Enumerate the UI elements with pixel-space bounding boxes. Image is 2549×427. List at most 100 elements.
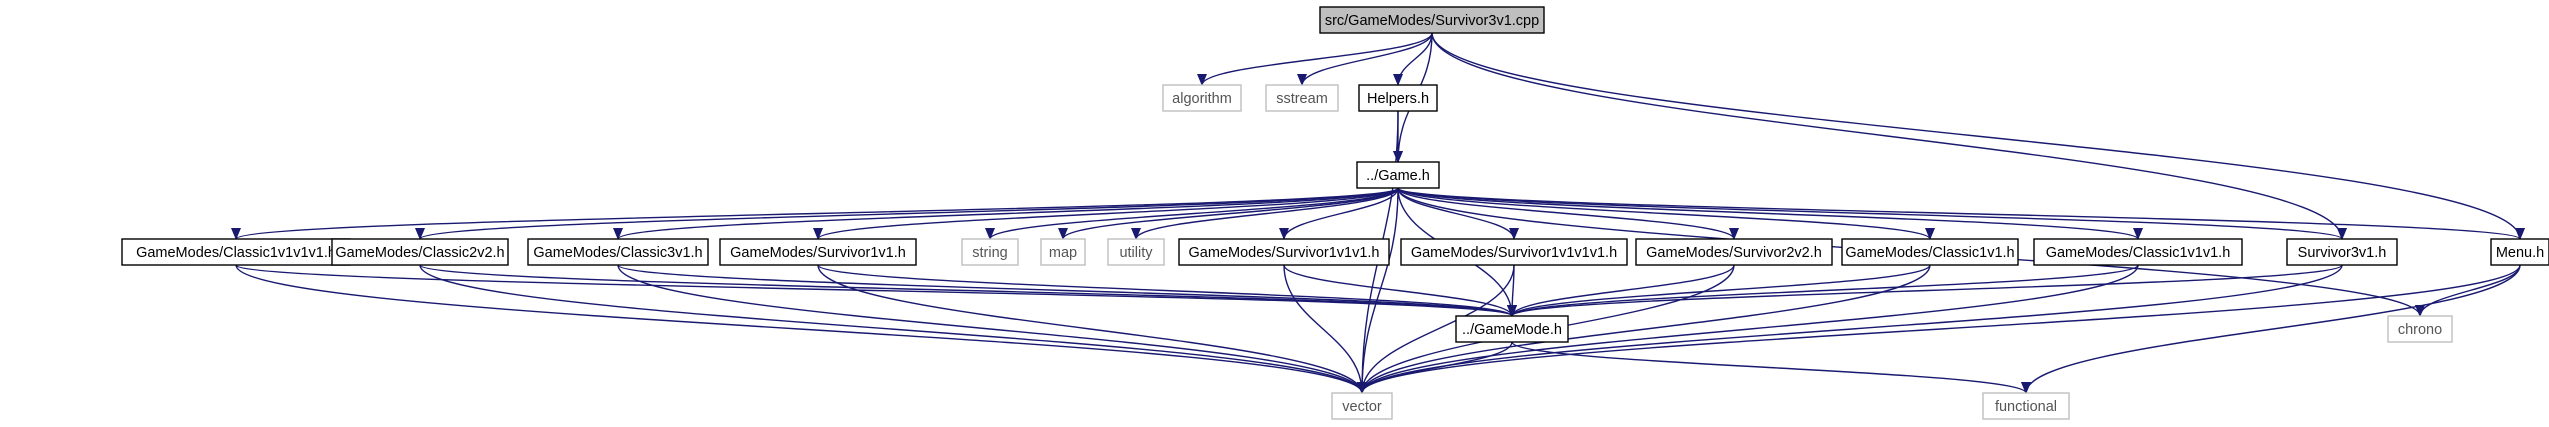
edge-gamemode-to-functional [1511,341,2031,394]
node-box-game [1356,161,1440,189]
node-surv11[interactable]: GameModes/Survivor1v1.h [719,238,917,266]
edge-game-to-classic31 [613,187,1399,240]
node-box-classic22 [331,238,509,266]
edge-game-to-classic11 [1397,187,1935,240]
node-gamemode[interactable]: ../GameMode.h [1455,315,1569,343]
edge-game-to-string [985,187,1399,240]
edge-classic31-to-vector [617,264,1367,394]
node-box-root [1319,6,1545,34]
node-box-classic111 [2033,238,2243,266]
node-box-sstream [1265,84,1339,112]
node-classic11[interactable]: GameModes/Classic1v1.h [1841,238,2019,266]
edge-surv22-to-gamemode [1507,264,1735,317]
node-classic22[interactable]: GameModes/Classic2v2.h [331,238,509,266]
edge-classic22-to-vector [419,264,1367,394]
node-chrono: chrono [2387,315,2453,343]
node-functional: functional [1982,392,2070,420]
edge-game-to-menu [1397,187,2525,240]
node-utility: utility [1107,238,1165,266]
node-label-classic111: GameModes/Classic1v1v1.h [2046,245,2231,261]
edge-game-to-surv31 [1397,187,2347,240]
node-helpers[interactable]: Helpers.h [1358,84,1438,112]
node-menu[interactable]: Menu.h [2490,238,2549,266]
node-classic111[interactable]: GameModes/Classic1v1v1.h [2033,238,2243,266]
nodes-layer: src/GameModes/Survivor3v1.cpp algorithm ss… [121,6,2549,420]
node-label-functional: functional [1995,399,2057,415]
node-label-gamemode: ../GameMode.h [1462,322,1562,338]
node-classic1111[interactable]: GameModes/Classic1v1v1v1.h [121,238,351,266]
node-label-surv111: GameModes/Survivor1v1v1.h [1189,245,1380,261]
edge-menu-to-vector [1357,264,2521,394]
node-label-string: string [972,245,1007,261]
edge-classic111-to-vector [1357,264,2139,394]
edge-game-to-surv111 [1279,187,1399,240]
edge-surv11-to-vector [817,264,1367,394]
edge-surv1111-to-vector [1357,264,1515,394]
edge-classic1111-to-vector [235,264,1367,394]
node-box-map [1040,238,1086,266]
node-box-surv11 [719,238,917,266]
node-box-utility [1107,238,1165,266]
edge-game-to-utility [1131,187,1399,240]
edge-surv31-to-gamemode [1507,264,2343,317]
node-label-map: map [1049,245,1077,261]
node-surv111[interactable]: GameModes/Survivor1v1v1.h [1178,238,1390,266]
node-sstream: sstream [1265,84,1339,112]
node-game[interactable]: ../Game.h [1356,161,1440,189]
node-box-surv31 [2286,238,2398,266]
node-label-surv22: GameModes/Survivor2v2.h [1646,245,1822,261]
node-label-algorithm: algorithm [1172,91,1232,107]
node-string: string [961,238,1019,266]
edge-root-to-menu [1431,32,2525,240]
edge-game-to-surv1111 [1397,187,1519,240]
node-label-utility: utility [1119,245,1153,261]
node-classic31[interactable]: GameModes/Classic3v1.h [527,238,709,266]
node-map: map [1040,238,1086,266]
node-box-string [961,238,1019,266]
node-label-chrono: chrono [2398,322,2442,338]
node-box-classic11 [1841,238,2019,266]
edge-surv111-to-gamemode [1283,264,1517,317]
edge-game-to-surv22 [1397,187,1739,240]
edge-classic1111-to-gamemode [235,264,1517,317]
edge-classic22-to-gamemode [419,264,1517,317]
node-surv22[interactable]: GameModes/Survivor2v2.h [1635,238,1833,266]
edges-layer [231,32,2525,394]
node-label-surv31: Survivor3v1.h [2298,245,2387,261]
node-box-helpers [1358,84,1438,112]
node-box-algorithm [1162,84,1242,112]
node-label-surv11: GameModes/Survivor1v1.h [730,245,906,261]
edge-menu-to-chrono [2415,264,2521,317]
node-label-classic1111: GameModes/Classic1v1v1v1.h [136,245,336,261]
edge-game-to-classic22 [415,187,1399,240]
node-surv31[interactable]: Survivor3v1.h [2286,238,2398,266]
edge-classic111-to-gamemode [1507,264,2139,317]
node-box-menu [2490,238,2549,266]
edge-game-to-vector [1357,187,1399,394]
node-box-functional [1982,392,2070,420]
edge-root-to-algorithm [1197,32,1433,86]
node-box-vector [1331,392,1393,420]
edge-game-to-classic111 [1397,187,2143,240]
node-label-root: src/GameModes/Survivor3v1.cpp [1325,13,1539,29]
edge-surv11-to-gamemode [817,264,1517,317]
node-box-gamemode [1455,315,1569,343]
node-vector: vector [1331,392,1393,420]
edge-root-to-sstream [1297,32,1433,86]
edge-game-to-map [1058,187,1399,240]
node-label-surv1111: GameModes/Survivor1v1v1v1.h [1411,245,1617,261]
edge-game-to-classic1111 [231,187,1399,240]
node-label-classic11: GameModes/Classic1v1.h [1845,245,2014,261]
node-box-chrono [2387,315,2453,343]
edge-menu-to-functional [2021,264,2521,394]
node-label-game: ../Game.h [1366,168,1430,184]
node-label-classic22: GameModes/Classic2v2.h [335,245,504,261]
edge-classic31-to-gamemode [617,264,1517,317]
edge-classic11-to-gamemode [1507,264,1931,317]
node-surv1111[interactable]: GameModes/Survivor1v1v1v1.h [1400,238,1628,266]
node-root[interactable]: src/GameModes/Survivor3v1.cpp [1319,6,1545,34]
edge-root-to-helpers [1393,32,1433,86]
node-box-classic31 [527,238,709,266]
edge-game-to-surv11 [813,187,1399,240]
